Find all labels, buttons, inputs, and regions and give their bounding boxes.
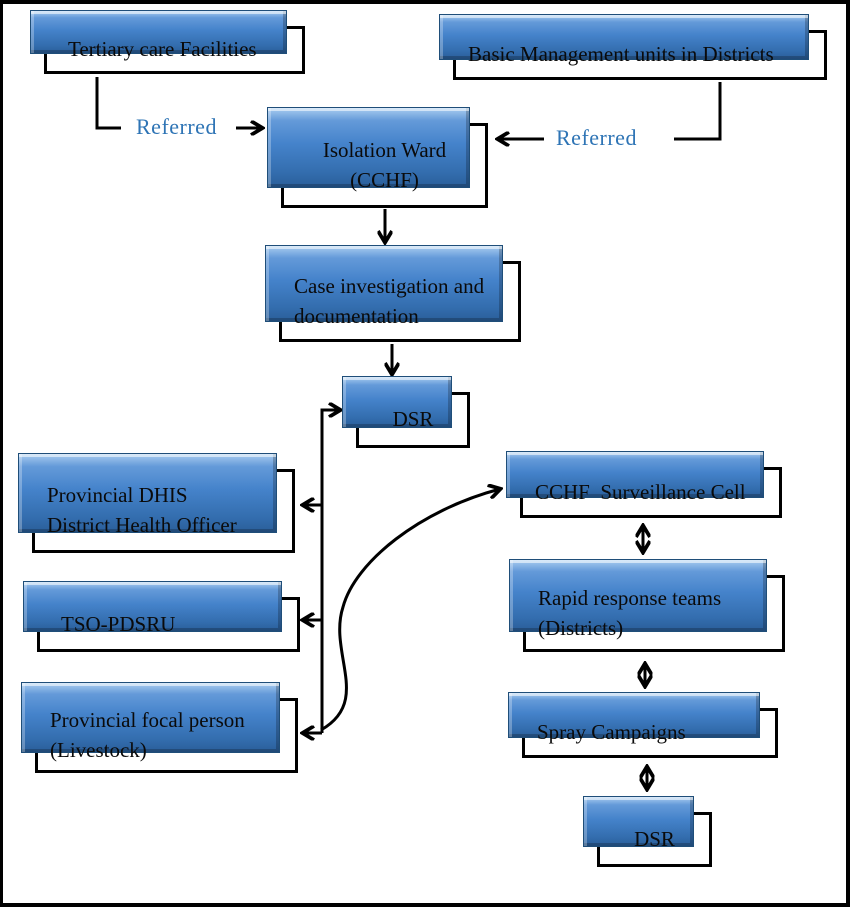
node-basic-management-units-label: Basic Management units in Districts (468, 42, 774, 67)
node-isolation-ward: Isolation Ward (CCHF) (267, 107, 488, 208)
node-case-investigation-label: Case investigation and documentation (294, 273, 485, 328)
node-dsr-bottom-label: DSR (634, 826, 675, 851)
referred-label-right: Referred (556, 125, 637, 150)
node-rapid-response-teams: Rapid response teams (Districts) (509, 559, 785, 652)
node-tso-pdsru-label: TSO-PDSRU (61, 611, 176, 636)
node-tertiary-care-facilities-label: Tertiary care Facilities (68, 37, 257, 62)
referred-label-left: Referred (136, 114, 217, 139)
node-spray-campaigns-label: Spray Campaigns (537, 720, 686, 745)
edge-rail-to-dsr-arrow (320, 410, 340, 733)
node-cchf-surveillance-cell: CCHF Surveillance Cell (506, 451, 782, 518)
edge-basic-elbow (674, 82, 722, 141)
edge-curve-to-cchf-cell-arrow (320, 489, 500, 732)
node-tertiary-care-facilities: Tertiary care Facilities (30, 10, 305, 74)
node-dsr-mid: DSR (342, 376, 470, 448)
node-isolation-ward-label: Isolation Ward (CCHF) (322, 137, 447, 192)
node-provincial-dhis: Provincial DHIS District Health Officer (18, 453, 295, 553)
node-dsr-mid-label: DSR (392, 407, 434, 432)
node-provincial-focal-person: Provincial focal person (Livestock) (21, 682, 298, 773)
node-case-investigation: Case investigation and documentation (265, 245, 521, 342)
node-provincial-dhis-label: Provincial DHIS District Health Officer (47, 483, 237, 537)
node-cchf-surveillance-cell-label: CCHF Surveillance Cell (535, 479, 746, 504)
edge-tertiary-elbow (95, 77, 121, 130)
node-spray-campaigns: Spray Campaigns (508, 692, 778, 758)
node-basic-management-units: Basic Management units in Districts (439, 14, 827, 80)
node-dsr-bottom: DSR (583, 796, 712, 867)
node-rapid-response-teams-label: Rapid response teams (Districts) (538, 585, 722, 640)
node-tso-pdsru: TSO-PDSRU (23, 581, 300, 652)
node-provincial-focal-person-label: Provincial focal person (Livestock) (50, 707, 245, 762)
